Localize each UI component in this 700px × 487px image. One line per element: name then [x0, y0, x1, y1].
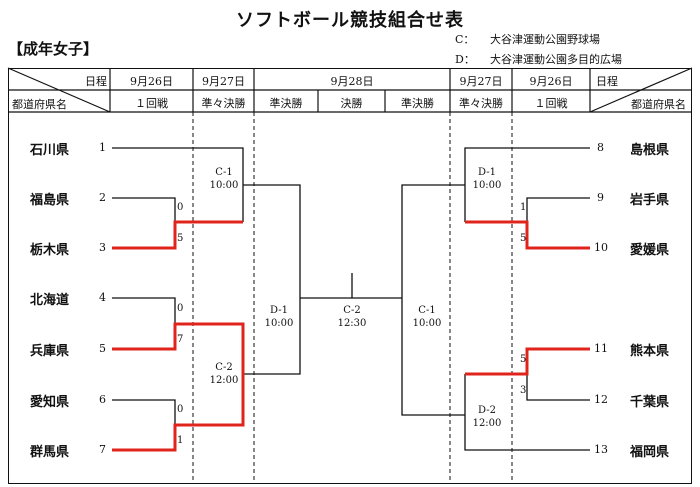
match-time: 10:00	[209, 180, 239, 191]
team-name-right: 島根県	[630, 143, 670, 158]
score-label: 0	[177, 303, 184, 314]
score-label: 0	[177, 404, 184, 415]
match-time: 12:00	[209, 375, 239, 386]
team-seed-right: 12	[594, 393, 608, 406]
date-round1-right: 9月26日	[529, 75, 573, 88]
score-label: 7	[177, 334, 184, 345]
match-d1-semi: D-1 10:00	[256, 304, 302, 330]
date-quarter-right: 9月27日	[459, 75, 503, 88]
score-label: 1	[177, 435, 184, 446]
match-code: C-2	[215, 362, 233, 373]
team-name-left: 北海道	[30, 293, 70, 308]
score-label: 0	[177, 202, 184, 213]
match-c2-final: C-2 12:30	[322, 304, 382, 330]
team-seed-left: 1	[99, 141, 106, 154]
match-code: D-1	[270, 305, 288, 316]
left-corner-schedule: 日程	[85, 75, 107, 88]
match-c1-left: C-1 10:00	[196, 166, 252, 192]
match-time: 12:30	[337, 318, 367, 329]
venue-d-name: 大谷津運動公園多目的広場	[490, 53, 622, 66]
team-seed-left: 4	[99, 291, 106, 304]
score-label: 3	[520, 385, 527, 396]
team-name-right: 福岡県	[630, 445, 670, 460]
bracket-frame	[8, 68, 692, 484]
team-seed-left: 6	[99, 393, 106, 406]
match-c2-left: C-2 12:00	[196, 361, 252, 387]
team-name-left: 福島県	[30, 193, 70, 208]
team-seed-right: 11	[594, 342, 608, 355]
round-quarter-right: 準々決勝	[459, 97, 503, 110]
match-time: 10:00	[264, 318, 294, 329]
team-seed-left: 3	[99, 241, 106, 254]
team-seed-left: 2	[99, 191, 106, 204]
round-semi-left: 準決勝	[269, 97, 303, 110]
score-label: 5	[177, 233, 184, 244]
page-title: ソフトボール競技組合せ表	[236, 10, 464, 31]
match-time: 10:00	[472, 180, 502, 191]
venue-d-code: D：	[455, 53, 475, 66]
venue-c-code: C：	[455, 33, 475, 46]
team-name-right: 岩手県	[630, 193, 670, 208]
score-label: 5	[520, 233, 527, 244]
team-seed-left: 5	[99, 342, 106, 355]
date-semifinal-final: 9月28日	[330, 75, 374, 88]
match-time: 12:00	[472, 418, 502, 429]
match-c1-semi: C-1 10:00	[404, 304, 450, 330]
right-corner-schedule: 日程	[596, 75, 618, 88]
match-d1-right: D-1 10:00	[462, 166, 512, 192]
match-code: D-1	[478, 167, 496, 178]
team-seed-right: 13	[594, 443, 608, 456]
score-label: 1	[520, 202, 527, 213]
match-code: D-2	[478, 405, 496, 416]
team-name-left: 愛知県	[30, 395, 70, 410]
category-label: 【成年女子】	[8, 40, 99, 58]
date-quarter-left: 9月27日	[202, 75, 245, 88]
match-code: C-2	[343, 305, 361, 316]
date-round1-left: 9月26日	[130, 75, 173, 88]
round-quarter-left: 準々決勝	[201, 97, 246, 110]
team-seed-right: 8	[597, 141, 604, 154]
round-first-left: １回戦	[135, 97, 168, 110]
venue-c-name: 大谷津運動公園野球場	[490, 33, 600, 46]
team-name-left: 群馬県	[30, 445, 70, 460]
round-final: 決勝	[340, 97, 363, 110]
team-name-right: 熊本県	[630, 344, 670, 359]
match-d2-right: D-2 12:00	[462, 404, 512, 430]
left-corner-prefecture: 都道府県名	[12, 98, 67, 111]
team-name-right: 千葉県	[630, 395, 670, 410]
team-seed-left: 7	[99, 443, 106, 456]
team-name-right: 愛媛県	[630, 243, 670, 258]
round-first-right: １回戦	[534, 97, 568, 110]
match-code: C-1	[418, 305, 436, 316]
match-time: 10:00	[412, 318, 442, 329]
team-name-left: 兵庫県	[30, 344, 70, 359]
team-seed-right: 10	[594, 241, 608, 254]
team-seed-right: 9	[597, 191, 604, 204]
score-label: 5	[520, 354, 527, 365]
match-code: C-1	[215, 167, 233, 178]
round-semi-right: 準決勝	[401, 97, 434, 110]
team-name-left: 石川県	[30, 143, 70, 158]
team-name-left: 栃木県	[30, 243, 70, 258]
right-corner-prefecture: 都道府県名	[631, 98, 686, 111]
